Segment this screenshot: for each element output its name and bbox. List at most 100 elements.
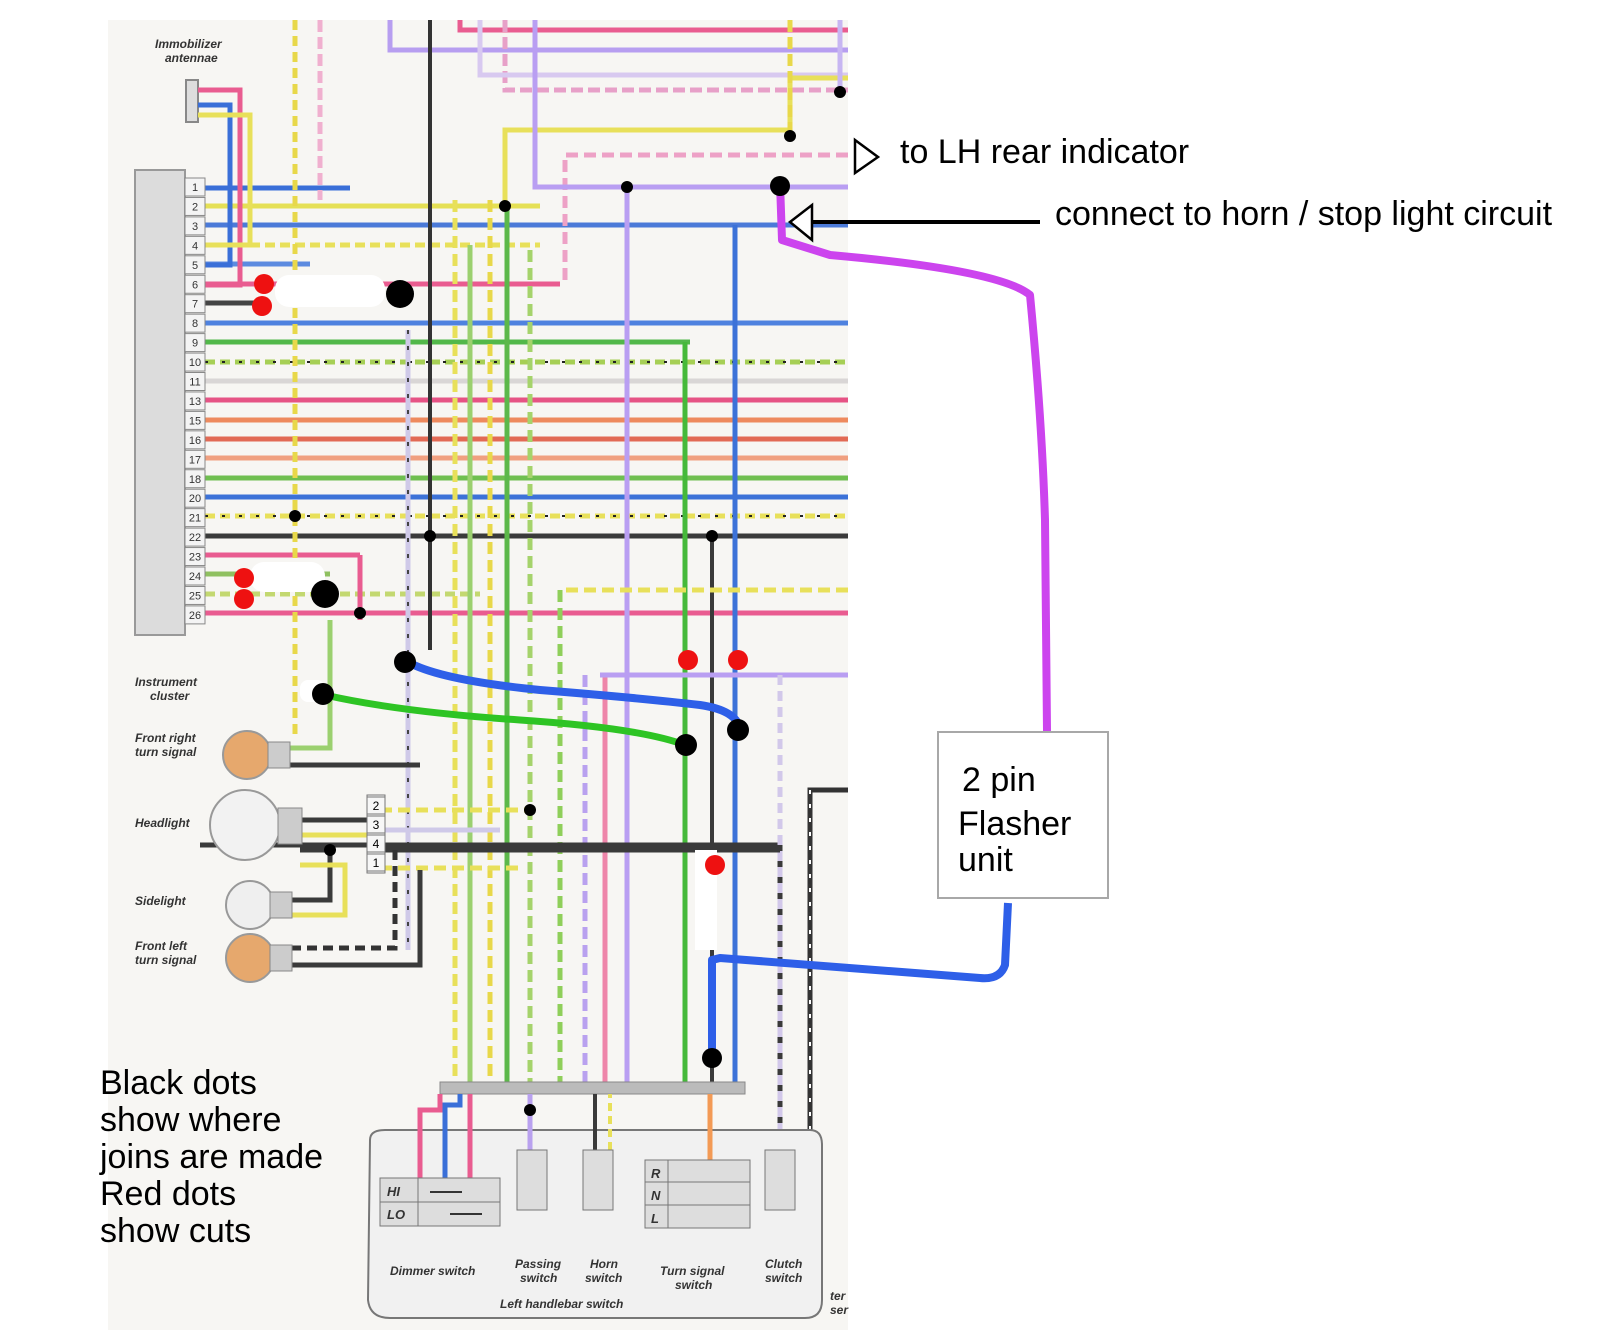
front-right-bulb bbox=[222, 730, 291, 780]
horn-arrow-icon bbox=[787, 202, 1040, 243]
connector-pin-cell bbox=[184, 410, 206, 430]
connector-pin-cell bbox=[184, 430, 206, 450]
dimmer-switch-label: Dimmer switch bbox=[390, 1264, 475, 1278]
flasher-label-line3: unit bbox=[958, 841, 1013, 879]
lamp-wires bbox=[275, 620, 780, 968]
connector-pin-label: 4 bbox=[192, 240, 198, 252]
legend-line-3: joins are made bbox=[100, 1138, 324, 1176]
headlight-pin-cell bbox=[366, 796, 386, 815]
dimmer-lo: LO bbox=[387, 1207, 405, 1222]
immobilizer-antenna bbox=[185, 79, 253, 288]
legend-line-4: Red dots bbox=[100, 1175, 237, 1213]
connector-pin-label: 20 bbox=[189, 493, 201, 505]
flasher-unit-box: 2 pin Flasher unit bbox=[937, 731, 1109, 899]
connector-pin-cell bbox=[184, 274, 206, 294]
connector-pin-label: 6 bbox=[192, 279, 198, 291]
connector-pin-cell bbox=[184, 605, 206, 625]
connector-pin-label: 13 bbox=[189, 396, 201, 408]
connector-pin-label: 5 bbox=[192, 260, 198, 272]
headlight-pin-cell bbox=[366, 834, 386, 853]
join-dots bbox=[289, 86, 846, 1116]
front-left-bulb bbox=[225, 933, 293, 983]
cut-off-label-1: ter bbox=[830, 1289, 847, 1303]
connector-pin-label: 9 bbox=[192, 338, 198, 350]
flasher-label-line2: Flasher bbox=[958, 805, 1072, 843]
connector-pin-label: 17 bbox=[189, 454, 201, 466]
clutch-switch-label-2: switch bbox=[765, 1271, 802, 1285]
connector-pin-cell bbox=[184, 585, 206, 605]
connector-pin-cell bbox=[184, 255, 206, 275]
connector-pin-cell bbox=[184, 333, 206, 353]
legend-line-1: Black dots bbox=[100, 1064, 257, 1102]
headlight-pin-label: 3 bbox=[373, 818, 380, 832]
connector-pin-cell bbox=[184, 566, 206, 586]
connector-pin-cell bbox=[184, 488, 206, 508]
horn-switch-label-1: Horn bbox=[590, 1257, 618, 1271]
dimmer-hi: HI bbox=[387, 1184, 400, 1199]
connector-pin-label: 25 bbox=[189, 590, 201, 602]
front-right-label-1: Front right bbox=[135, 731, 197, 745]
connector-pin-label: 18 bbox=[189, 474, 201, 486]
legend-line-5: show cuts bbox=[100, 1212, 252, 1250]
connector-pin-label: 24 bbox=[189, 571, 201, 583]
immobilizer-label-2: antennae bbox=[165, 51, 218, 65]
turn-switch-label-1: Turn signal bbox=[660, 1264, 725, 1278]
connector-pin-cell bbox=[184, 294, 206, 314]
connector-pin-label: 11 bbox=[189, 377, 200, 389]
blue-flasher-wire bbox=[708, 902, 1012, 1058]
connector-pin-cell bbox=[184, 469, 206, 489]
connector-pin-label: 23 bbox=[189, 552, 201, 564]
cut-off-label-2: ser bbox=[830, 1303, 849, 1317]
lh-rear-indicator-label: to LH rear indicator bbox=[900, 133, 1190, 171]
front-left-label-2: turn signal bbox=[135, 953, 197, 967]
flasher-label-lines: Flasher unit bbox=[958, 806, 1071, 878]
instrument-label-1: Instrument bbox=[135, 675, 198, 689]
clutch-switch-body bbox=[764, 1149, 796, 1211]
front-right-label-2: turn signal bbox=[135, 745, 197, 759]
green-jumper-wire bbox=[324, 691, 687, 749]
magenta-horn-wire bbox=[776, 182, 1051, 732]
sidelight-label: Sidelight bbox=[135, 894, 187, 908]
turn-r: R bbox=[651, 1166, 661, 1181]
headlight-connector: 2 3 4 1 bbox=[366, 794, 386, 874]
headlight-pin-label: 1 bbox=[373, 856, 380, 870]
turn-l: L bbox=[651, 1211, 659, 1226]
connector-pin-label: 8 bbox=[192, 318, 198, 330]
turn-switch-label-2: switch bbox=[675, 1278, 712, 1292]
connector-pin-cell bbox=[184, 372, 206, 391]
passing-switch-body bbox=[516, 1149, 548, 1211]
connector-pin-cell bbox=[184, 196, 206, 216]
lh-rear-arrow-icon bbox=[853, 137, 881, 176]
immobilizer-label-1: Immobilizer bbox=[155, 37, 223, 51]
turn-signal-switch-body bbox=[644, 1159, 751, 1229]
connector-pin-label: 2 bbox=[192, 201, 198, 213]
headlight-pin-cell bbox=[366, 815, 386, 834]
turn-n: N bbox=[651, 1188, 661, 1203]
horn-switch-body bbox=[582, 1149, 614, 1211]
passing-switch-label-2: switch bbox=[520, 1271, 557, 1285]
instrument-label-2: cluster bbox=[150, 689, 191, 703]
connector-pin-label: 1 bbox=[192, 182, 198, 194]
connector-pin-cell bbox=[184, 391, 206, 411]
connector-pin-label: 7 bbox=[192, 299, 198, 311]
connector-block bbox=[134, 169, 186, 636]
connector-pin-label: 3 bbox=[192, 221, 198, 233]
cut-dots bbox=[234, 274, 748, 875]
connector-pin-label: 21 bbox=[189, 513, 201, 525]
sidelight-bulb bbox=[225, 880, 293, 930]
legend-note: Black dots show where joins are made Red… bbox=[100, 1065, 360, 1250]
connector-pin-label: 22 bbox=[189, 532, 201, 544]
connector-pin-cell bbox=[184, 449, 206, 469]
headlight-pin-label: 4 bbox=[373, 837, 380, 851]
front-left-label-1: Front left bbox=[135, 939, 188, 953]
headlight-label: Headlight bbox=[135, 816, 191, 830]
connector-pin-cell bbox=[184, 235, 206, 255]
connector-pin-cell bbox=[184, 527, 206, 547]
headlight-pin-label: 2 bbox=[373, 799, 380, 813]
connector-pin-label: 16 bbox=[189, 435, 201, 447]
connector-pin-cell bbox=[184, 313, 206, 333]
connector-pin-label: 26 bbox=[189, 610, 201, 622]
left-handlebar-switch: HI LO R N L Dimmer switch Passing switch… bbox=[366, 1081, 849, 1319]
left-handlebar-switch-label: Left handlebar switch bbox=[500, 1297, 623, 1311]
